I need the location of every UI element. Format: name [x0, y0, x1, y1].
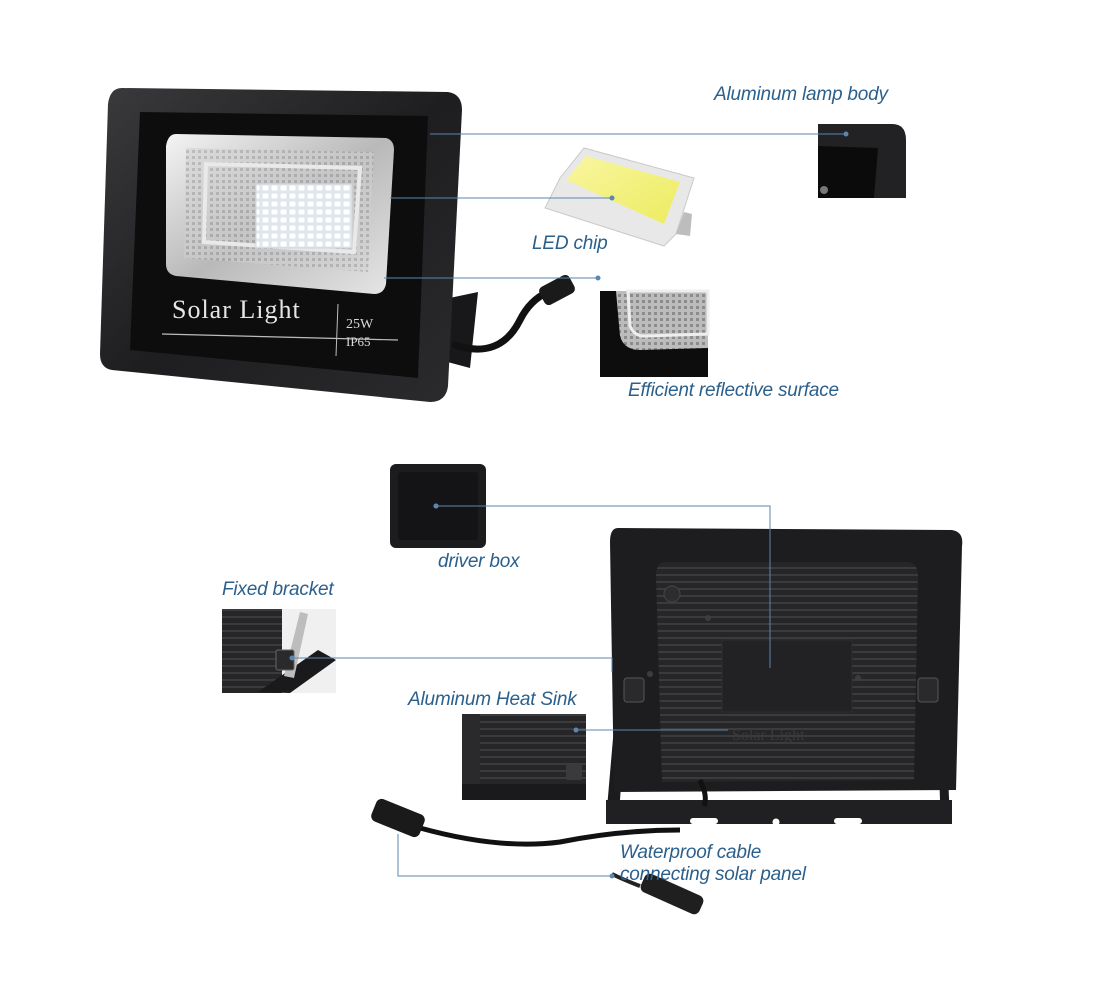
label-led-chip: LED chip	[532, 233, 608, 254]
front-view: Solar Light 25W IP65	[100, 88, 575, 402]
led-chip-pin	[676, 212, 692, 236]
front-brand-text: Solar Light	[172, 295, 301, 324]
bracket-slot-right	[834, 818, 862, 824]
rear-cable-stub	[697, 778, 708, 807]
front-divider-vertical	[335, 303, 339, 357]
cable-connector-bottom	[640, 873, 704, 915]
front-cable	[451, 288, 552, 353]
front-ip-text: IP65	[346, 334, 371, 349]
front-wattage-text: 25W	[346, 317, 374, 332]
label-fixed-bracket: Fixed bracket	[222, 579, 334, 600]
bracket-hole	[772, 818, 780, 826]
front-divider	[161, 333, 399, 341]
leader-fixed-bracket	[292, 657, 613, 672]
pivot-right	[917, 677, 939, 703]
leader-driver-box	[436, 505, 771, 668]
lamp-body-zoom	[818, 120, 906, 198]
label-cable-line1: Waterproof cable	[620, 842, 762, 863]
label-reflective-surface: Efficient reflective surface	[628, 380, 839, 401]
leader-lines	[292, 133, 846, 877]
leader-dots	[289, 131, 849, 879]
leader-cable	[397, 834, 612, 877]
label-lamp-body: Aluminum lamp body	[714, 84, 888, 105]
pivot-left	[623, 677, 645, 703]
reflective-zoom	[600, 289, 710, 377]
fixed-bracket-thumb	[222, 609, 336, 693]
cable-connector-left	[371, 798, 425, 838]
bracket-plate	[606, 800, 952, 824]
rear-valve	[663, 585, 681, 603]
rear-emboss-text: Solar Light	[732, 727, 805, 744]
front-cable-connector	[539, 274, 575, 306]
reflector-inner	[201, 161, 363, 255]
rear-view: Solar Light	[606, 528, 963, 826]
label-heat-sink: Aluminum Heat Sink	[408, 689, 577, 710]
heat-sink-thumb	[462, 714, 586, 800]
led-board	[255, 183, 353, 249]
rear-screw-2	[855, 675, 861, 681]
label-driver-box: driver box	[438, 551, 520, 572]
led-chip-image	[544, 147, 695, 247]
rear-screw-3	[647, 671, 653, 677]
led-chip-phosphor	[566, 156, 680, 224]
cable-wire	[419, 825, 681, 847]
driver-box-rear	[721, 639, 853, 713]
rear-screw-1	[705, 615, 711, 621]
bracket-slot-left	[690, 818, 718, 824]
label-cable-line2: connecting solar panel	[620, 864, 806, 885]
